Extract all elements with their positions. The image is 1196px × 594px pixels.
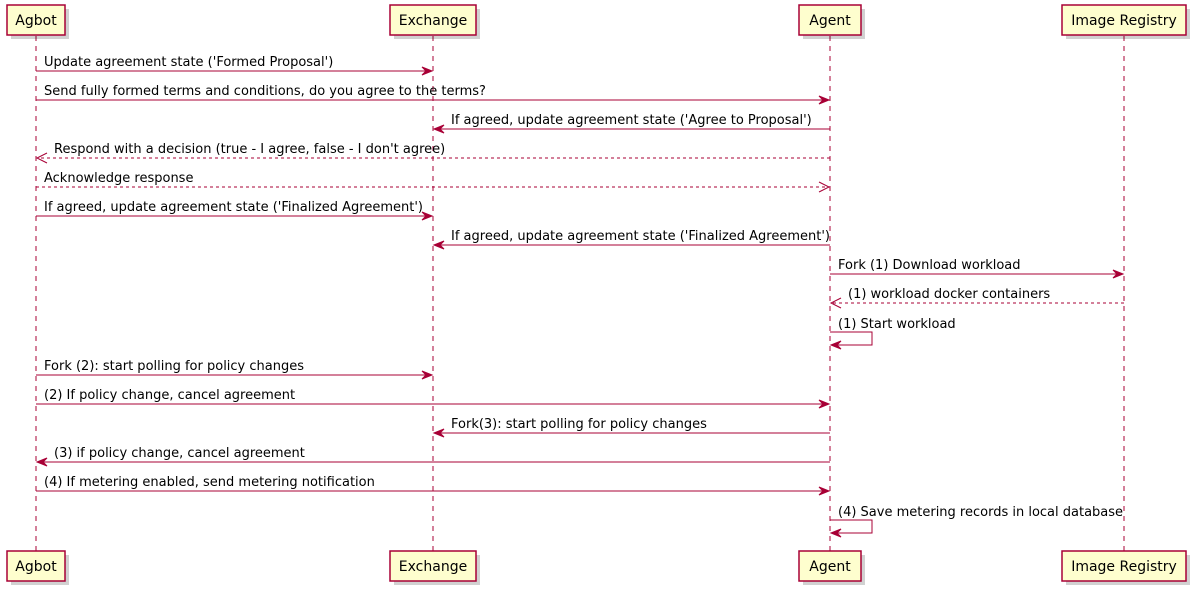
participant-box [1061, 4, 1187, 36]
message-label: Update agreement state ('Formed Proposal… [44, 55, 333, 70]
participant-box [389, 4, 477, 36]
message-12: (2) If policy change, cancel agreement [36, 388, 831, 409]
message-10: (1) Start workload [829, 317, 956, 350]
participant-exchange-top: Exchange [389, 4, 480, 39]
participant-box [6, 550, 66, 582]
participant-box [389, 550, 477, 582]
arrowhead [818, 486, 831, 496]
arrowhead [432, 240, 445, 250]
message-3: If agreed, update agreement state ('Agre… [432, 113, 830, 134]
message-6: If agreed, update agreement state ('Fina… [36, 200, 434, 221]
participant-label-exchange: Exchange [399, 13, 467, 29]
participant-agent-top: Agent [798, 4, 865, 39]
arrowhead [829, 528, 842, 538]
arrowhead [1112, 269, 1125, 279]
message-5: Acknowledge response [36, 171, 831, 193]
message-label: (3) if policy change, cancel agreement [54, 446, 305, 461]
arrowhead [421, 211, 434, 221]
message-16: (4) Save metering records in local datab… [829, 505, 1123, 538]
arrowhead [432, 428, 445, 438]
participant-label-agent: Agent [809, 559, 851, 575]
message-label: (1) workload docker containers [848, 287, 1050, 302]
message-label: If agreed, update agreement state ('Fina… [451, 229, 830, 244]
participant-label-agent: Agent [809, 13, 851, 29]
messages: Update agreement state ('Formed Proposal… [35, 55, 1125, 538]
message-label: Fork(3): start polling for policy change… [451, 417, 707, 432]
message-label: Send fully formed terms and conditions, … [44, 84, 486, 99]
message-label: (1) Start workload [838, 317, 956, 332]
arrowhead [35, 152, 48, 164]
message-line [830, 331, 873, 346]
arrowhead [421, 66, 434, 76]
participant-label-agbot: Agbot [15, 13, 57, 29]
message-label: Fork (2): start polling for policy chang… [44, 359, 304, 374]
message-9: (1) workload docker containers [829, 287, 1124, 309]
message-11: Fork (2): start polling for policy chang… [36, 359, 434, 380]
arrowhead [829, 297, 842, 309]
participant-exchange-bottom: Exchange [389, 550, 480, 585]
message-8: Fork (1) Download workload [830, 258, 1125, 279]
participant-box [798, 550, 862, 582]
arrowhead [818, 181, 831, 193]
arrowhead [818, 95, 831, 105]
message-label: If agreed, update agreement state ('Fina… [44, 200, 423, 215]
message-14: (3) if policy change, cancel agreement [35, 446, 830, 467]
message-4: Respond with a decision (true - I agree,… [35, 142, 830, 164]
arrowhead [35, 457, 48, 467]
participant-agbot-bottom: Agbot [6, 550, 69, 585]
message-label: (2) If policy change, cancel agreement [44, 388, 295, 403]
arrowhead [818, 399, 831, 409]
participant-box [1061, 550, 1187, 582]
participants-bottom: Agbot Exchange Agent Image Registry [6, 550, 1190, 585]
arrowhead [829, 340, 842, 350]
message-2: Send fully formed terms and conditions, … [36, 84, 831, 105]
message-label: Fork (1) Download workload [838, 258, 1021, 273]
participant-label-registry: Image Registry [1071, 13, 1177, 29]
message-15: (4) If metering enabled, send metering n… [36, 475, 831, 496]
arrowhead [432, 124, 445, 134]
participant-registry-top: Image Registry [1061, 4, 1190, 39]
participant-box [798, 4, 862, 36]
message-label: (4) Save metering records in local datab… [838, 505, 1123, 520]
message-label: (4) If metering enabled, send metering n… [44, 475, 375, 490]
participant-label-agbot: Agbot [15, 559, 57, 575]
participant-registry-bottom: Image Registry [1061, 550, 1190, 585]
message-label: If agreed, update agreement state ('Agre… [451, 113, 812, 128]
participant-agent-bottom: Agent [798, 550, 865, 585]
participants-top: Agbot Exchange Agent Image Registry [6, 4, 1190, 39]
message-label: Respond with a decision (true - I agree,… [54, 142, 445, 157]
participant-label-registry: Image Registry [1071, 559, 1177, 575]
message-label: Acknowledge response [44, 171, 193, 186]
participant-label-exchange: Exchange [399, 559, 467, 575]
message-line [830, 519, 873, 534]
message-7: If agreed, update agreement state ('Fina… [432, 229, 830, 250]
message-1: Update agreement state ('Formed Proposal… [36, 55, 434, 76]
participant-agbot-top: Agbot [6, 4, 69, 39]
message-13: Fork(3): start polling for policy change… [432, 417, 830, 438]
participant-box [6, 4, 66, 36]
arrowhead [421, 370, 434, 380]
